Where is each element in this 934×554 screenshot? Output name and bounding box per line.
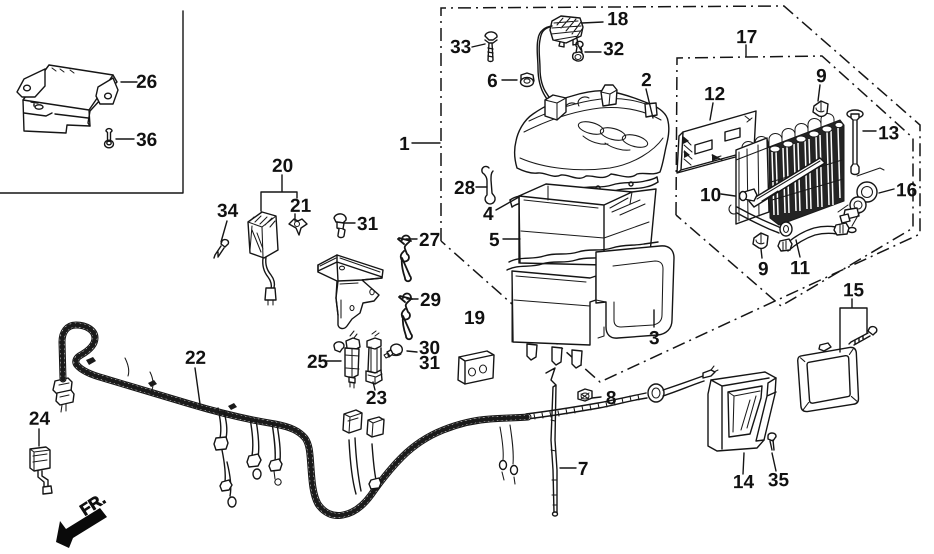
svg-text:6: 6 bbox=[487, 71, 498, 92]
svg-text:9: 9 bbox=[816, 66, 827, 87]
svg-text:8: 8 bbox=[606, 388, 617, 409]
svg-text:27: 27 bbox=[419, 230, 440, 251]
svg-text:22: 22 bbox=[185, 348, 206, 369]
svg-text:35: 35 bbox=[768, 470, 790, 491]
svg-text:11: 11 bbox=[790, 258, 811, 279]
svg-text:31: 31 bbox=[419, 353, 441, 374]
svg-text:24: 24 bbox=[29, 409, 51, 430]
svg-text:36: 36 bbox=[136, 130, 157, 151]
svg-text:33: 33 bbox=[450, 37, 471, 58]
svg-text:30: 30 bbox=[419, 338, 440, 359]
svg-text:16: 16 bbox=[896, 180, 917, 201]
svg-text:13: 13 bbox=[878, 123, 899, 144]
svg-text:29: 29 bbox=[420, 290, 441, 311]
svg-text:5: 5 bbox=[489, 230, 500, 251]
svg-text:4: 4 bbox=[483, 204, 494, 225]
svg-text:25: 25 bbox=[307, 352, 329, 373]
svg-text:19: 19 bbox=[464, 308, 485, 329]
svg-text:9: 9 bbox=[758, 259, 769, 280]
svg-text:32: 32 bbox=[603, 39, 624, 60]
svg-text:17: 17 bbox=[736, 27, 757, 48]
svg-text:14: 14 bbox=[733, 472, 755, 493]
svg-text:10: 10 bbox=[700, 185, 721, 206]
svg-text:28: 28 bbox=[454, 178, 475, 199]
svg-text:1: 1 bbox=[399, 134, 410, 155]
svg-text:15: 15 bbox=[843, 280, 865, 301]
svg-text:21: 21 bbox=[290, 196, 312, 217]
svg-text:3: 3 bbox=[649, 328, 660, 349]
svg-text:31: 31 bbox=[357, 214, 379, 235]
svg-text:2: 2 bbox=[641, 70, 652, 91]
svg-text:34: 34 bbox=[217, 201, 239, 222]
svg-text:12: 12 bbox=[704, 84, 725, 105]
svg-text:23: 23 bbox=[366, 388, 387, 409]
svg-text:20: 20 bbox=[272, 156, 293, 177]
svg-text:18: 18 bbox=[607, 9, 628, 30]
svg-text:26: 26 bbox=[136, 72, 157, 93]
svg-text:7: 7 bbox=[578, 459, 589, 480]
